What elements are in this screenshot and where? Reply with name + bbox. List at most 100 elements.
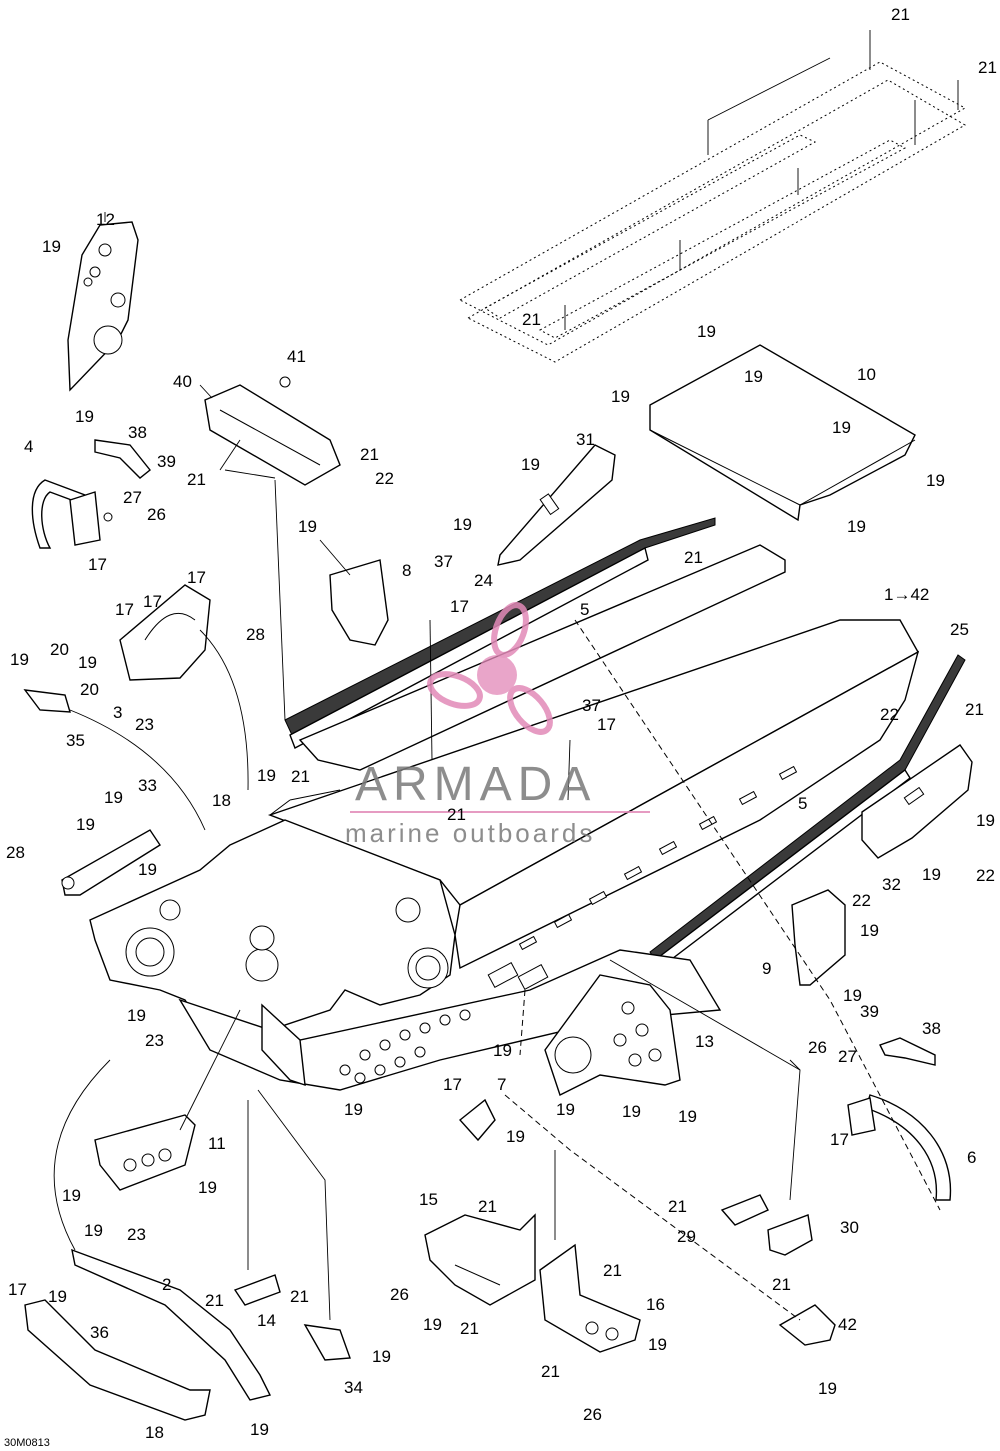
callout-label: 42	[838, 1315, 857, 1334]
callout-label: 19	[678, 1107, 697, 1126]
callout-label: 7	[497, 1075, 506, 1094]
part-6-right-handlebar	[847, 1094, 952, 1201]
callout-label: 3	[113, 703, 122, 722]
assembly-leader-lines	[53, 479, 941, 1321]
callout-label: 36	[90, 1323, 109, 1342]
part-9-side-guard	[791, 889, 846, 986]
callout-label: 25	[950, 620, 969, 639]
callout-label: 21	[891, 5, 910, 24]
main-frame-tunnel	[89, 619, 920, 1091]
callout-label: 27	[123, 488, 142, 507]
callout-label: 20	[50, 640, 69, 659]
callout-label: 39	[860, 1002, 879, 1021]
callout-label: 23	[135, 715, 154, 734]
callout-label: 16	[646, 1295, 665, 1314]
callout-label: 28	[246, 625, 265, 644]
callout-label: 30	[840, 1218, 859, 1237]
callout-label: 19	[976, 811, 995, 830]
callout-label: 19	[493, 1041, 512, 1060]
callout-label: 19	[521, 455, 540, 474]
callout-label: 4	[24, 437, 33, 456]
part-3-steering-support	[119, 584, 211, 681]
callout-label: 17	[597, 715, 616, 734]
part-33-crossbar	[61, 829, 161, 896]
part-36-bumper-support	[24, 1299, 211, 1421]
part-40-steering-bracket	[199, 376, 341, 486]
callout-label: 19	[423, 1315, 442, 1334]
armada-watermark: ARMADA marine outboards	[345, 602, 650, 848]
callout-label: 18	[212, 791, 231, 810]
callout-label: 19	[84, 1221, 103, 1240]
callout-label: 37	[434, 552, 453, 571]
callout-label: 19	[48, 1287, 67, 1306]
tunnel-side-plate	[298, 544, 786, 771]
top-plate-assembly	[458, 30, 967, 363]
callout-label: 8	[402, 561, 411, 580]
callout-label: 37	[582, 696, 601, 715]
callout-label: 22	[852, 891, 871, 910]
callout-label: 28	[6, 843, 25, 862]
callout-label: 2	[162, 1275, 171, 1294]
callout-label: 13	[695, 1032, 714, 1051]
callout-label: 12	[96, 210, 115, 229]
callout-label: 26	[808, 1038, 827, 1057]
callout-label: 21	[290, 1287, 309, 1306]
part-7-bracket	[458, 1098, 496, 1142]
callout-label: 21	[205, 1291, 224, 1310]
callout-label: 17	[115, 600, 134, 619]
callout-label: 19	[42, 237, 61, 256]
watermark-brand: ARMADA	[355, 758, 596, 811]
callout-label: 19	[257, 766, 276, 785]
callout-label: 29	[677, 1227, 696, 1246]
part-13-rear-side-plate	[544, 974, 681, 1096]
callout-label: 19	[298, 517, 317, 536]
callout-label: 19	[62, 1186, 81, 1205]
callout-label: 19	[860, 921, 879, 940]
callout-label: 21	[291, 767, 310, 786]
callout-label: 24	[474, 571, 493, 590]
callout-labels: 21 21 21 12 19 19 41 40 21 21 38 39 4 27…	[4, 5, 997, 1449]
part-15-bumper-bracket	[424, 1213, 536, 1306]
callout-label: 21	[978, 58, 997, 77]
callout-label: 22	[976, 866, 995, 885]
callout-label: 21	[447, 805, 466, 824]
callout-label: 19	[922, 865, 941, 884]
callout-label: 19	[832, 418, 851, 437]
callout-label: 17	[443, 1075, 462, 1094]
callout-label: 21	[360, 445, 379, 464]
callout-label: 9	[762, 959, 771, 978]
part-2-front-bumper	[71, 1248, 272, 1401]
part-16-bumper-bracket	[539, 1243, 641, 1353]
part-10-cover-plate	[649, 344, 916, 522]
callout-label: 19	[847, 517, 866, 536]
callout-label: 21	[541, 1362, 560, 1381]
callout-label: 19	[506, 1127, 525, 1146]
callout-label: 11	[208, 1134, 226, 1153]
callout-label: 31	[576, 430, 595, 449]
callout-label: 21	[684, 548, 703, 567]
callout-label: 5	[580, 600, 589, 619]
callout-label: 22	[880, 705, 899, 724]
part-31-rail-bracket	[497, 444, 616, 566]
callout-label: 17	[143, 592, 162, 611]
watermark-tagline: marine outboards	[345, 818, 595, 848]
callout-label: 17	[450, 597, 469, 616]
callout-label: 19	[78, 653, 97, 672]
callout-label: 19	[697, 322, 716, 341]
callout-label: 38	[128, 423, 147, 442]
callout-label: 19	[10, 650, 29, 669]
callout-label: 19	[198, 1178, 217, 1197]
callout-label: 39	[157, 452, 176, 471]
callout-label: 19	[744, 367, 763, 386]
part-38-right-handle	[879, 1037, 936, 1066]
callout-label: 35	[66, 731, 85, 750]
part-14-bracket	[233, 1274, 281, 1306]
callout-label: 17	[88, 555, 107, 574]
callout-label: 21	[668, 1197, 687, 1216]
callout-label: 23	[127, 1225, 146, 1244]
callout-label: 32	[882, 875, 901, 894]
callout-label: 19	[556, 1100, 575, 1119]
callout-label: 19	[622, 1102, 641, 1121]
callout-label: 20	[80, 680, 99, 699]
